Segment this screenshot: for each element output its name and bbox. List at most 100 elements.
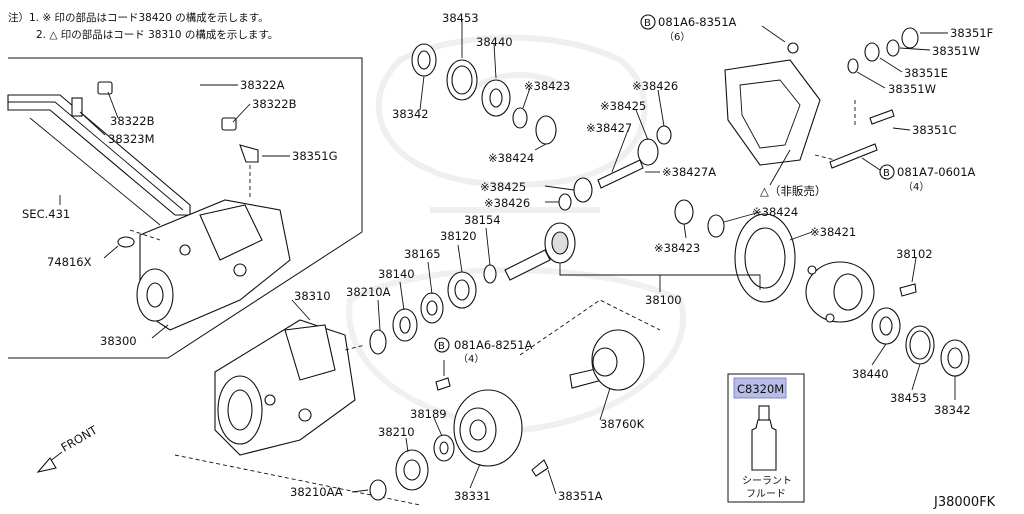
leader-38423-a xyxy=(522,87,531,109)
leader-38760k xyxy=(599,387,611,421)
leader-38426-a xyxy=(657,89,665,127)
label-38423-b[interactable]: ※38423 xyxy=(654,241,700,255)
label-38310[interactable]: 38310 xyxy=(294,289,331,303)
dash-right xyxy=(519,299,661,356)
label-bolt-0601[interactable]: 081A7-0601A xyxy=(897,165,976,179)
side-bearing-parts-left xyxy=(411,43,511,117)
leader-38323m xyxy=(79,111,106,136)
leader-38351a xyxy=(547,469,557,495)
leader-38300 xyxy=(151,324,169,339)
leader-38322b-a xyxy=(107,91,119,119)
cover-studs xyxy=(829,109,895,169)
leader-38210aa xyxy=(351,489,369,493)
label-38424-b[interactable]: ※38424 xyxy=(752,205,798,219)
label-38154[interactable]: 38154 xyxy=(464,213,501,227)
leader-38427 xyxy=(611,129,629,173)
sealant-line-1: シーラント xyxy=(742,475,792,487)
label-not-sold[interactable]: △（非販売） xyxy=(760,184,826,198)
circle-b-0601 xyxy=(879,164,895,180)
leader-38154 xyxy=(485,227,491,266)
leader-38421 xyxy=(789,231,813,241)
label-38351e[interactable]: 38351E xyxy=(904,66,948,80)
lower-seal-parts xyxy=(369,434,455,501)
label-38300[interactable]: 38300 xyxy=(100,334,137,348)
label-38424-a[interactable]: ※38424 xyxy=(488,151,534,165)
diff-internals xyxy=(512,107,725,238)
label-38210[interactable]: 38210 xyxy=(378,425,415,439)
leader-8351 xyxy=(761,25,786,43)
leader-38342-top xyxy=(419,75,425,111)
label-bolt-8351[interactable]: 081A6-8351A xyxy=(658,15,737,29)
label-38440-top[interactable]: 38440 xyxy=(476,35,513,49)
sealant-code[interactable]: C8320M xyxy=(737,382,784,396)
label-38426-a[interactable]: ※38426 xyxy=(632,79,678,93)
leader-0601 xyxy=(861,157,881,171)
leader-38140 xyxy=(399,281,405,311)
label-38351a[interactable]: 38351A xyxy=(558,489,603,503)
label-38453-bot[interactable]: 38453 xyxy=(890,391,927,405)
label-38351w-a[interactable]: 38351W xyxy=(932,44,980,58)
label-38351g[interactable]: 38351G xyxy=(292,149,338,163)
label-38426-b[interactable]: ※38426 xyxy=(484,196,530,210)
cover-bolt-group: B xyxy=(640,14,656,30)
leader-38189 xyxy=(433,417,443,437)
label-38189[interactable]: 38189 xyxy=(410,407,447,421)
circle-b-0601-text: B xyxy=(883,168,890,179)
label-38427[interactable]: ※38427 xyxy=(586,121,632,135)
label-38165[interactable]: 38165 xyxy=(404,247,441,261)
leader-38424-b xyxy=(723,211,761,223)
label-38351f[interactable]: 38351F xyxy=(950,26,993,40)
label-38210a[interactable]: 38210A xyxy=(346,285,391,299)
label-38423-a[interactable]: ※38423 xyxy=(524,79,570,93)
label-38440-bot[interactable]: 38440 xyxy=(852,367,889,381)
label-38100[interactable]: 38100 xyxy=(645,293,682,307)
label-bolt-8251[interactable]: 081A6-8251A xyxy=(454,338,533,352)
label-38102[interactable]: 38102 xyxy=(896,247,933,261)
leader-38165 xyxy=(427,261,433,295)
label-sec431[interactable]: SEC.431 xyxy=(22,207,70,221)
dash-upper xyxy=(344,344,366,351)
label-bolt-8251-qty: （4） xyxy=(458,353,484,365)
label-38210aa[interactable]: 38210AA xyxy=(290,485,343,499)
label-38760k[interactable]: 38760K xyxy=(600,417,645,431)
note-line-1: 注）1. ※ 印の部品はコード38420 の構成を示します。 xyxy=(8,11,269,24)
leader-38120 xyxy=(457,244,463,273)
label-38425-b[interactable]: ※38425 xyxy=(480,180,526,194)
label-38331[interactable]: 38331 xyxy=(454,489,491,503)
pinion-parts xyxy=(369,264,497,355)
label-38342-top[interactable]: 38342 xyxy=(392,107,429,121)
retainer-bolt xyxy=(435,377,549,477)
leader-38322b-b xyxy=(232,103,251,123)
rear-diff-assembly xyxy=(136,199,291,331)
circle-b-8251 xyxy=(434,337,450,353)
leader-38351c xyxy=(892,127,911,131)
leader-38440-top xyxy=(493,43,497,79)
label-38120[interactable]: 38120 xyxy=(440,229,477,243)
label-38322b-b[interactable]: 38322B xyxy=(252,97,297,111)
label-38323m[interactable]: 38323M xyxy=(108,132,155,146)
leader-not-sold xyxy=(769,149,791,186)
front-arrow: FRONT xyxy=(36,422,101,473)
label-38421[interactable]: ※38421 xyxy=(810,225,856,239)
leader-38310 xyxy=(291,299,311,321)
leader-38424-a xyxy=(534,143,547,151)
label-38322a[interactable]: 38322A xyxy=(240,78,285,92)
label-bolt-8351-qty: （6） xyxy=(664,31,690,43)
note-line-2: 2. △ 印の部品はコード 38310 の構成を示します。 xyxy=(36,28,278,41)
side-flange xyxy=(569,329,645,391)
label-38453-top[interactable]: 38453 xyxy=(442,11,479,25)
inset-frame xyxy=(8,57,363,359)
diff-case xyxy=(805,261,875,323)
leader-38351w-b xyxy=(856,71,886,89)
label-38425-a[interactable]: ※38425 xyxy=(600,99,646,113)
label-38351c[interactable]: 38351C xyxy=(912,123,957,137)
label-38427a[interactable]: ※38427A xyxy=(662,165,716,179)
label-38322b-a[interactable]: 38322B xyxy=(110,114,155,128)
label-74816x[interactable]: 74816X xyxy=(47,255,92,269)
label-38342-bot[interactable]: 38342 xyxy=(934,403,971,417)
circle-b-8251-text: B xyxy=(438,341,445,352)
label-38140[interactable]: 38140 xyxy=(378,267,415,281)
label-38351w-b[interactable]: 38351W xyxy=(888,82,936,96)
front-label: FRONT xyxy=(59,422,101,454)
sealant-cap xyxy=(758,405,770,421)
